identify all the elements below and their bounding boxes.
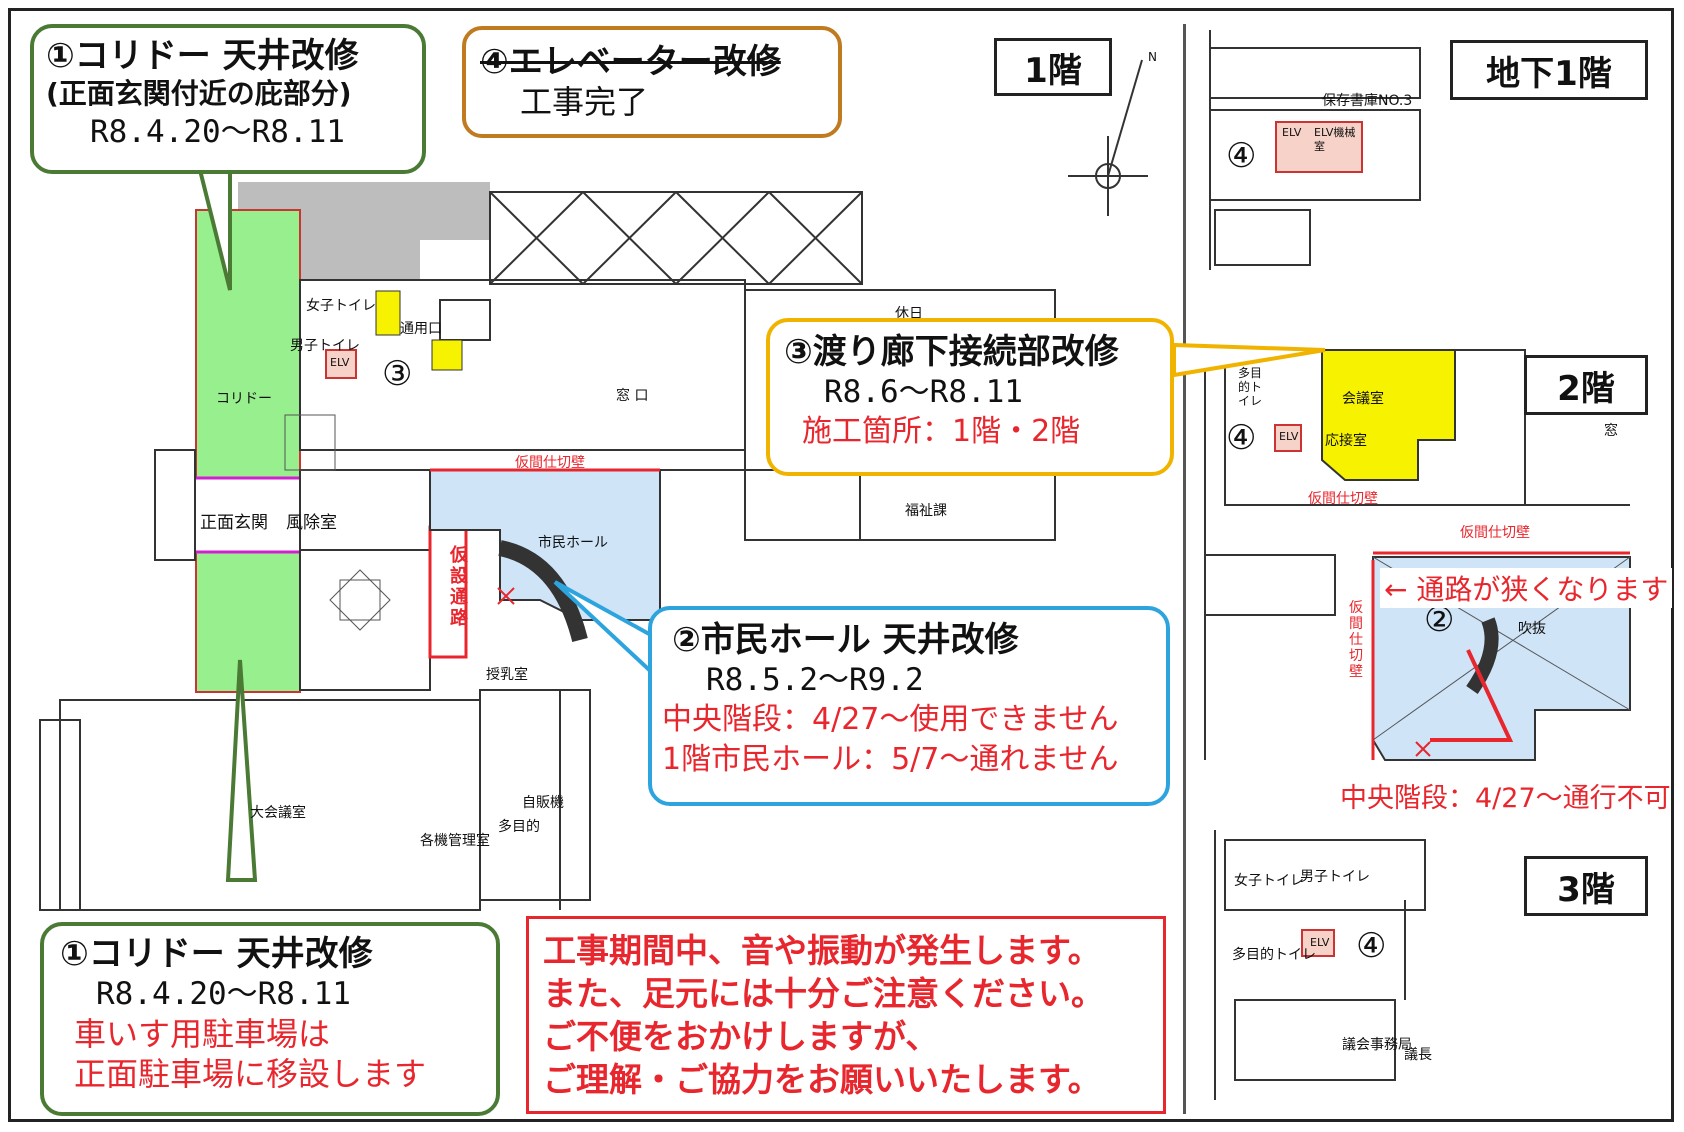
construction-notice: 工事期間中、音や振動が発生します。 また、足元には十分ご注意ください。 ご不便を… <box>526 916 1166 1114</box>
label-multipurpose-toilet-2f: 多目的トイレ <box>1238 366 1263 408</box>
floor-badge-1f: 1階 <box>994 38 1112 96</box>
callout-hall-title: ②市民ホール 天井改修 <box>672 620 1019 660</box>
callout-hall-period: R8.5.2～R9.2 <box>706 662 924 698</box>
compass-north-label: N <box>1148 50 1157 64</box>
callout-bridge: ③渡り廊下接続部改修 R8.6～R8.11 施工箇所：1階・2階 <box>766 318 1174 476</box>
callout-bridge-title: ③渡り廊下接続部改修 <box>784 332 1119 372</box>
callout-citizen-hall: ②市民ホール 天井改修 R8.5.2～R9.2 中央階段：4/27～使用できませ… <box>648 606 1170 806</box>
label-vending: 自販機 <box>522 795 564 811</box>
label-corridor: コリドー <box>216 391 272 407</box>
callout-corridor-bottom-title: ①コリドー 天井改修 <box>60 934 373 974</box>
callout-bridge-place: 施工箇所：1階・2階 <box>802 414 1081 449</box>
label-elv-machine: ELV機械室 <box>1314 126 1356 153</box>
callout-hall-note1: 中央階段：4/27～使用できません <box>662 702 1119 737</box>
corridor-bottom-pointer <box>225 659 258 882</box>
callout-corridor-top-sub: (正面玄関付近の庇部分) <box>46 77 352 110</box>
page-frame <box>8 8 1674 1122</box>
callout-corridor-bottom-note1: 車いす用駐車場は <box>74 1015 331 1053</box>
floor-badge-2f: 2階 <box>1524 355 1648 415</box>
label-counter: 窓 口 <box>616 388 649 404</box>
notice-line-1: 工事期間中、音や振動が発生します。 <box>543 931 1101 970</box>
label-multipurpose-toilet-3f: 多目的トイレ <box>1232 947 1316 963</box>
callout-corridor-top-period: R8.4.20～R8.11 <box>90 114 345 150</box>
narrow-passage-note: ← 通路が狭くなります <box>1380 568 1673 608</box>
callout-corridor-bottom-period: R8.4.20～R8.11 <box>96 976 351 1012</box>
bridge-joint-1f-a <box>375 290 401 336</box>
label-elv-1f: ELV <box>330 356 350 369</box>
bridge-pointer <box>1172 342 1326 378</box>
callout-hall-note2: 1階市民ホール：5/7～通れません <box>662 742 1119 777</box>
callout-corridor-top-title: ①コリドー 天井改修 <box>46 36 359 76</box>
central-stairs-1f <box>498 540 588 643</box>
elv-2f <box>1274 424 1302 452</box>
truss-bridge <box>489 191 863 285</box>
label-assembly: 大会議室 <box>250 805 306 821</box>
citizen-hall-1f <box>429 469 661 621</box>
label-front-entrance: 正面玄関 <box>200 513 268 533</box>
label-atrium: 吹抜 <box>1518 621 1546 637</box>
label-elv-b1: ELV <box>1282 126 1302 139</box>
callout-elevator-status: 工事完了 <box>520 83 649 121</box>
stairs-arrow <box>1430 649 1514 742</box>
notice-line-3: ご不便をおかけしますが、 <box>543 1017 939 1056</box>
label-multipurpose: 多目的 <box>498 819 540 835</box>
callout-corridor-top: ①コリドー 天井改修 (正面玄関付近の庇部分) R8.4.20～R8.11 <box>30 24 426 174</box>
marker-4-2f: ④ <box>1226 418 1257 458</box>
stairs-closed-note: 中央階段：4/27～通行不可 <box>1340 776 1671 815</box>
label-meeting: 会議室 <box>1342 391 1384 407</box>
compass <box>1068 59 1148 216</box>
marker-4-3f: ④ <box>1356 926 1387 966</box>
label-archive: 保存書庫NO.3 <box>1322 93 1413 109</box>
marker-4-b1: ④ <box>1226 136 1257 176</box>
label-reception: 応接室 <box>1325 433 1367 449</box>
corridor-area-top <box>195 209 301 479</box>
floor-divider <box>1183 24 1186 1114</box>
label-windbreak: 風除室 <box>286 513 337 533</box>
callout-elevator: ④エレベーター改修 工事完了 <box>462 26 842 138</box>
label-citizen-hall: 市民ホール <box>538 535 608 551</box>
notice-line-4: ご理解・ご協力をお願いいたします。 <box>543 1060 1101 1099</box>
label-window: 窓 <box>1604 423 1618 439</box>
label-nursing: 授乳室 <box>486 667 528 683</box>
floor-badge-3f: 3階 <box>1524 856 1648 916</box>
label-temp-passage: 仮設通路 <box>450 545 468 629</box>
callout-bridge-period: R8.6～R8.11 <box>824 374 1023 410</box>
label-council-office: 議会事務局 <box>1342 1037 1412 1053</box>
marker-3-1f: ③ <box>382 354 413 394</box>
label-temp-partition-2f: 仮間仕切壁 <box>1308 491 1378 507</box>
label-mens-toilet: 男子トイレ <box>290 338 360 354</box>
floor-badge-b1: 地下1階 <box>1450 40 1648 100</box>
notice-line-2: また、足元には十分ご注意ください。 <box>543 974 1104 1013</box>
label-machine-mgmt: 各機管理室 <box>420 833 490 849</box>
bridge-joint-1f-b <box>431 339 463 371</box>
label-mens-toilet-3f: 男子トイレ <box>1300 869 1370 885</box>
callout-elevator-title: ④エレベーター改修 <box>480 42 781 82</box>
central-stairs-2f <box>1466 617 1499 695</box>
label-temp-partition-2f-side: 仮間仕切壁 <box>1349 600 1363 680</box>
elv-machine-b1 <box>1275 121 1363 173</box>
label-womens-toilet: 女子トイレ <box>306 298 376 314</box>
label-temp-partition-1f: 仮間仕切壁 <box>515 455 585 471</box>
label-chair: 議長 <box>1404 1047 1432 1063</box>
bridge-joint-2f <box>1321 349 1456 481</box>
building-walls-b1 <box>1209 30 1421 270</box>
label-womens-toilet-3f: 女子トイレ <box>1234 873 1304 889</box>
callout-corridor-bottom: ①コリドー 天井改修 R8.4.20～R8.11 車いす用駐車場は 正面駐車場に… <box>40 922 500 1116</box>
elv-3f <box>1301 929 1335 957</box>
elv-1f <box>325 349 357 379</box>
label-elv-3f: ELV <box>1310 936 1330 949</box>
corridor-area-bottom <box>195 551 301 693</box>
label-service-entrance: 通用口 <box>400 321 442 337</box>
callout-corridor-bottom-note2: 正面駐車場に移設します <box>74 1055 427 1093</box>
label-welfare: 福祉課 <box>905 503 947 519</box>
label-temp-partition-2f-top: 仮間仕切壁 <box>1460 525 1530 541</box>
label-elv-2f: ELV <box>1279 430 1299 443</box>
building-walls-3f <box>1214 830 1426 1100</box>
